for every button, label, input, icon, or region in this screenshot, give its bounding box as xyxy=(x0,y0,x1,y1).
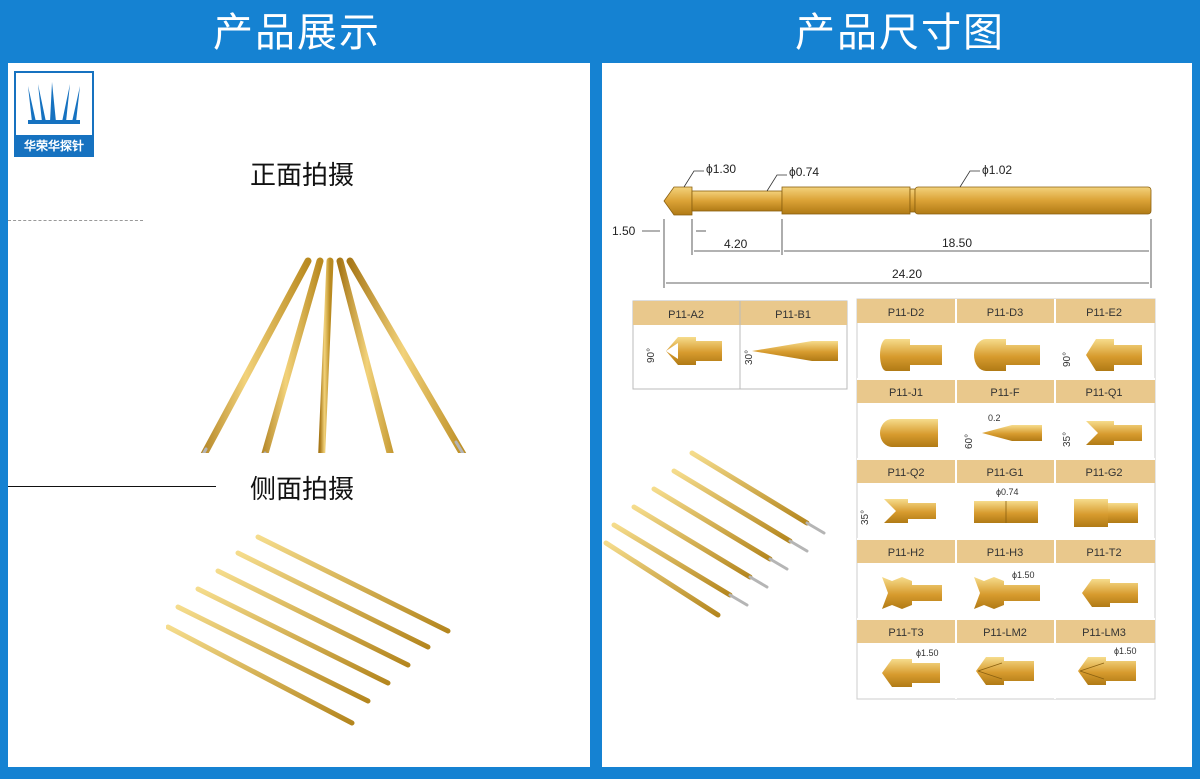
dim-total-length: 24.20 xyxy=(892,267,922,281)
logo-brand-name: 华荣华探针 xyxy=(16,135,92,157)
probe-front-5 xyxy=(346,257,467,453)
probe-photo-right xyxy=(603,450,810,618)
tip-h2-label: P11-H2 xyxy=(888,547,924,559)
front-view-probes xyxy=(200,257,467,453)
dim-body-length: 18.50 xyxy=(942,236,972,250)
tip-d2-label: P11-D2 xyxy=(888,307,924,319)
section-divider xyxy=(8,486,216,487)
tip-lm3-label: P11-LM3 xyxy=(1082,627,1126,639)
tip-b1-label: P11-B1 xyxy=(775,309,811,321)
tip-t2-label: P11-T2 xyxy=(1086,547,1121,559)
probe-side-5 xyxy=(175,604,371,704)
tip-q1-angle: 35° xyxy=(1062,432,1073,447)
logo-small-text: HUARONGHUA xyxy=(36,120,74,126)
tip-grid: P11-D2 P11-D3 P11-E2 90° P11-J1 P11-F P1… xyxy=(856,298,1156,700)
probe-front-1 xyxy=(200,257,312,453)
tip-h3-size: ϕ1.50 xyxy=(1012,570,1035,580)
tip-g1-size: ϕ0.74 xyxy=(996,487,1019,497)
front-view-label: 正面拍摄 xyxy=(250,161,355,191)
probe-side-6 xyxy=(166,624,355,726)
tip-g2-label: P11-G2 xyxy=(1085,467,1122,479)
tip-t3-size: ϕ1.50 xyxy=(916,648,939,658)
dashed-divider xyxy=(8,220,143,221)
probe-front-4 xyxy=(336,257,394,453)
dim-neck-length: 4.20 xyxy=(724,237,748,251)
tip-a2-angle: 90° xyxy=(646,348,657,363)
header-product-display: 产品展示 xyxy=(213,10,381,56)
brand-logo: HUARONGHUA 华荣华探针 xyxy=(14,71,94,157)
dimension-panel: ϕ1.30 ϕ0.74 ϕ1.02 1.50 4.20 18.50 24.20 … xyxy=(602,63,1192,767)
tip-q2-angle: 35° xyxy=(860,510,871,525)
tip-j1-label: P11-J1 xyxy=(889,387,923,399)
probe-side-2 xyxy=(235,550,431,650)
tip-lm3-size: ϕ1.50 xyxy=(1114,646,1137,656)
tip-g1-label: P11-G1 xyxy=(986,467,1023,479)
probe-side-1 xyxy=(255,534,451,634)
tip-h3-label: P11-H3 xyxy=(987,547,1023,559)
tip-e2-angle: 90° xyxy=(1062,352,1073,367)
dimension-drawing: ϕ1.30 ϕ0.74 ϕ1.02 1.50 4.20 18.50 24.20 … xyxy=(603,162,1156,700)
tip-t3-label: P11-T3 xyxy=(888,627,923,639)
tip-f-label: P11-F xyxy=(990,387,1019,399)
side-view-probes xyxy=(166,534,451,726)
tip-a2-label: P11-A2 xyxy=(668,309,704,321)
tip-b1-angle: 30° xyxy=(744,350,755,365)
probe-side-4 xyxy=(195,586,391,686)
tip-f-size: 0.2 xyxy=(988,413,1001,423)
dim-body-diameter: ϕ1.02 xyxy=(982,163,1012,177)
tip-q1-label: P11-Q1 xyxy=(1085,387,1122,399)
probe-front-2 xyxy=(261,257,324,453)
probe-drawing xyxy=(663,186,1152,216)
tip-q2-label: P11-Q2 xyxy=(887,467,924,479)
tip-table-small: P11-A2 P11-B1 90° 30° xyxy=(632,300,848,390)
probe-side-3 xyxy=(215,568,411,668)
dim-tip-diameter: ϕ1.30 xyxy=(706,162,736,176)
tip-e2-label: P11-E2 xyxy=(1086,307,1122,319)
product-display-panel: HUARONGHUA 华荣华探针 正面拍摄 侧面拍摄 xyxy=(8,63,590,767)
dim-tip-length: 1.50 xyxy=(612,224,636,238)
header-product-dimensions: 产品尺寸图 xyxy=(795,10,1005,56)
side-view-label: 侧面拍摄 xyxy=(250,475,355,505)
tip-f-angle: 60° xyxy=(964,434,975,449)
probe-front-3 xyxy=(318,257,334,453)
tip-d3-label: P11-D3 xyxy=(987,307,1023,319)
dim-neck-diameter: ϕ0.74 xyxy=(789,165,819,179)
tip-lm2-label: P11-LM2 xyxy=(983,627,1027,639)
crown-icon xyxy=(28,82,80,124)
